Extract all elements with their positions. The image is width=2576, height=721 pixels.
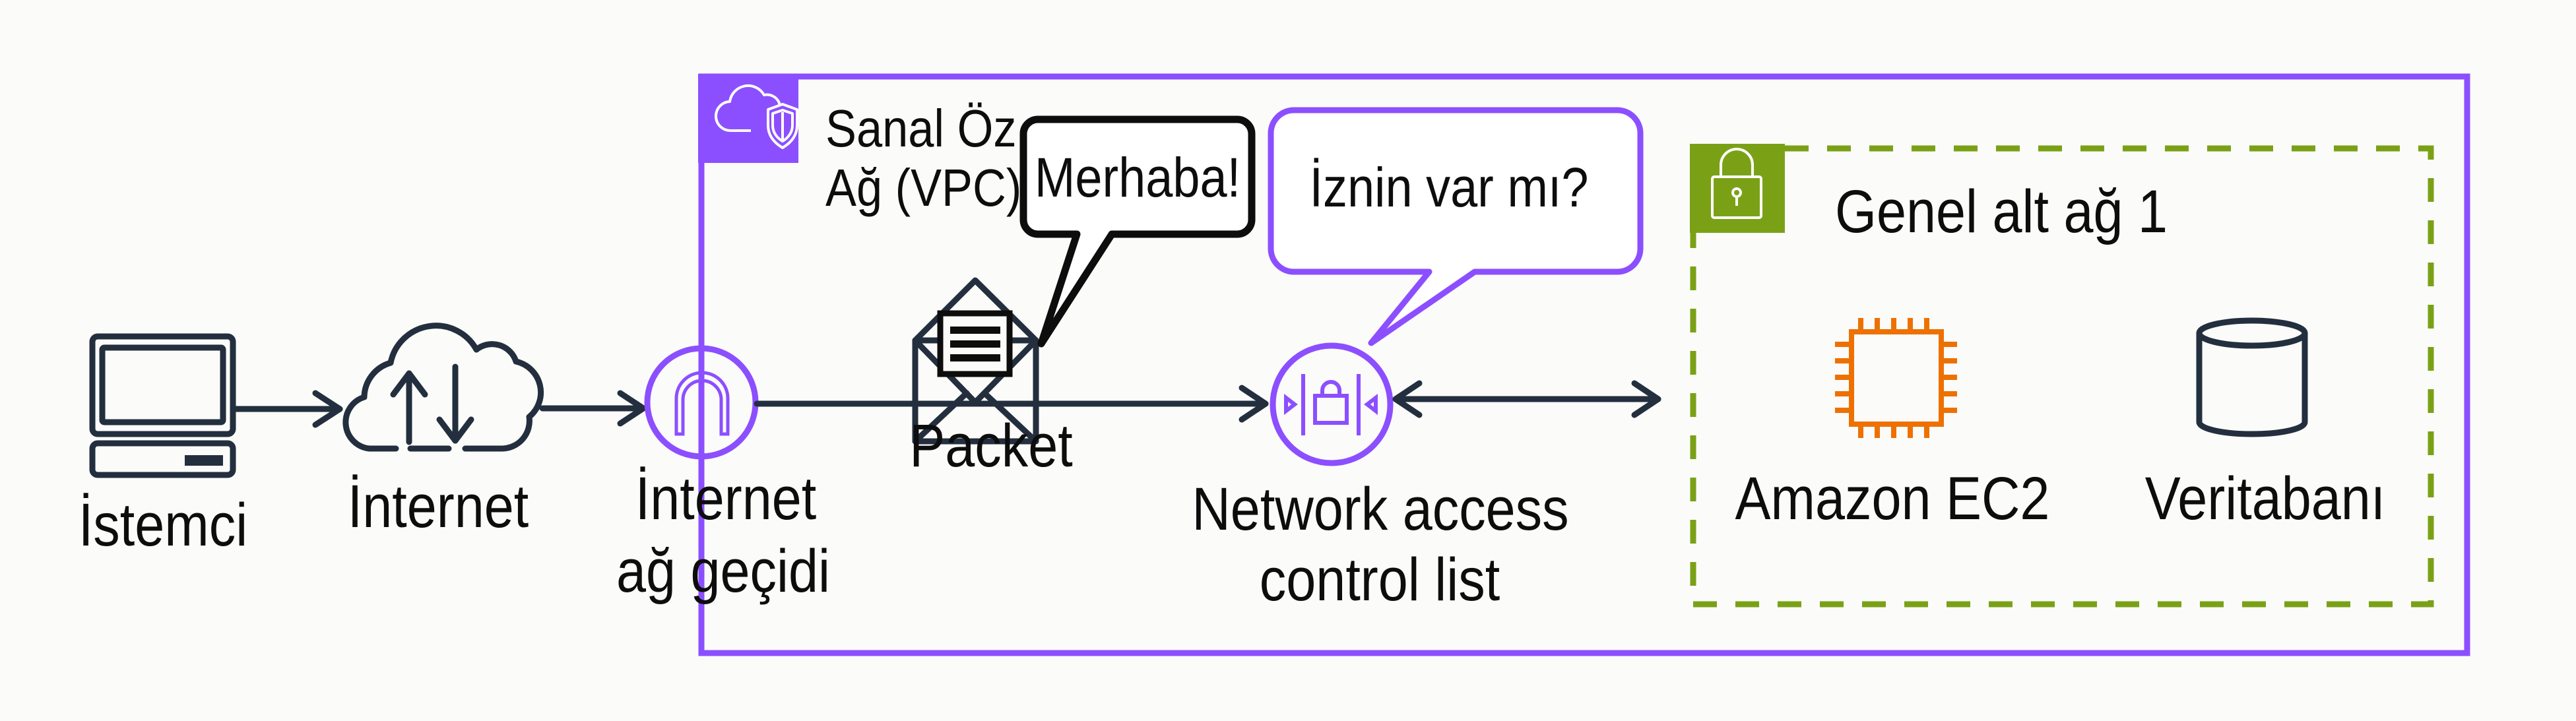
nacl-circle [1270, 342, 1394, 466]
cloud-upload-download-icon [342, 323, 544, 452]
client-label: İstemci [79, 491, 247, 559]
ec2-node: Amazon EC2 [1735, 318, 2050, 532]
network-acl-icon [1284, 374, 1378, 435]
vpc-group: Sanal Öz Ağ (VPC) [698, 73, 2470, 656]
nacl-speech-bubble: İznin var mı? [1268, 107, 1644, 346]
packet-label: Packet [909, 412, 1072, 480]
arrow-gateway-to-nacl [754, 385, 1269, 423]
nacl-node: Network access control list [1192, 342, 1569, 613]
subnet-dashed-border [1690, 145, 2434, 608]
database-cylinder-icon [2196, 317, 2308, 437]
arrow-nacl-subnet-bidirectional [1392, 380, 1661, 418]
packet-node: Packet [909, 277, 1073, 480]
vpc-title-line1: Sanal Öz [825, 99, 1017, 158]
ec2-chip-icon [1835, 318, 1957, 438]
internet-node: İnternet [342, 323, 544, 540]
database-label: Veritabanı [2145, 465, 2386, 532]
nacl-speech-text: İznin var mı? [1309, 156, 1588, 218]
arrow-client-to-internet [231, 390, 343, 428]
public-subnet-group: Genel alt ağ 1 [1690, 144, 2434, 608]
client-node: İstemci [79, 333, 247, 559]
arrow-internet-to-gateway [539, 390, 647, 427]
vpc-title-line2: Ağ (VPC) [825, 158, 1021, 217]
subnet-title: Genel alt ağ 1 [1835, 178, 2168, 245]
padlock-icon [1711, 148, 1762, 219]
ec2-label: Amazon EC2 [1735, 465, 2050, 532]
packet-speech-bubble: Merhaba! [1019, 115, 1256, 348]
open-envelope-icon [912, 277, 1039, 445]
nacl-label-line1: Network access [1192, 476, 1568, 543]
packet-speech-text: Merhaba! [1035, 146, 1240, 208]
gateway-label-line1: İnternet [635, 465, 816, 532]
desktop-computer-icon [89, 333, 236, 478]
vpc-border [698, 73, 2470, 656]
database-node: Veritabanı [2145, 317, 2386, 532]
internet-gateway-icon [674, 371, 730, 436]
nacl-label-line2: control list [1260, 546, 1500, 613]
gateway-label-line2: ağ geçidi [616, 538, 830, 605]
internet-label: İnternet [348, 473, 529, 540]
internet-gateway-node: İnternet ağ geçidi [616, 345, 830, 605]
vpc-cloud-shield-icon [715, 84, 798, 149]
